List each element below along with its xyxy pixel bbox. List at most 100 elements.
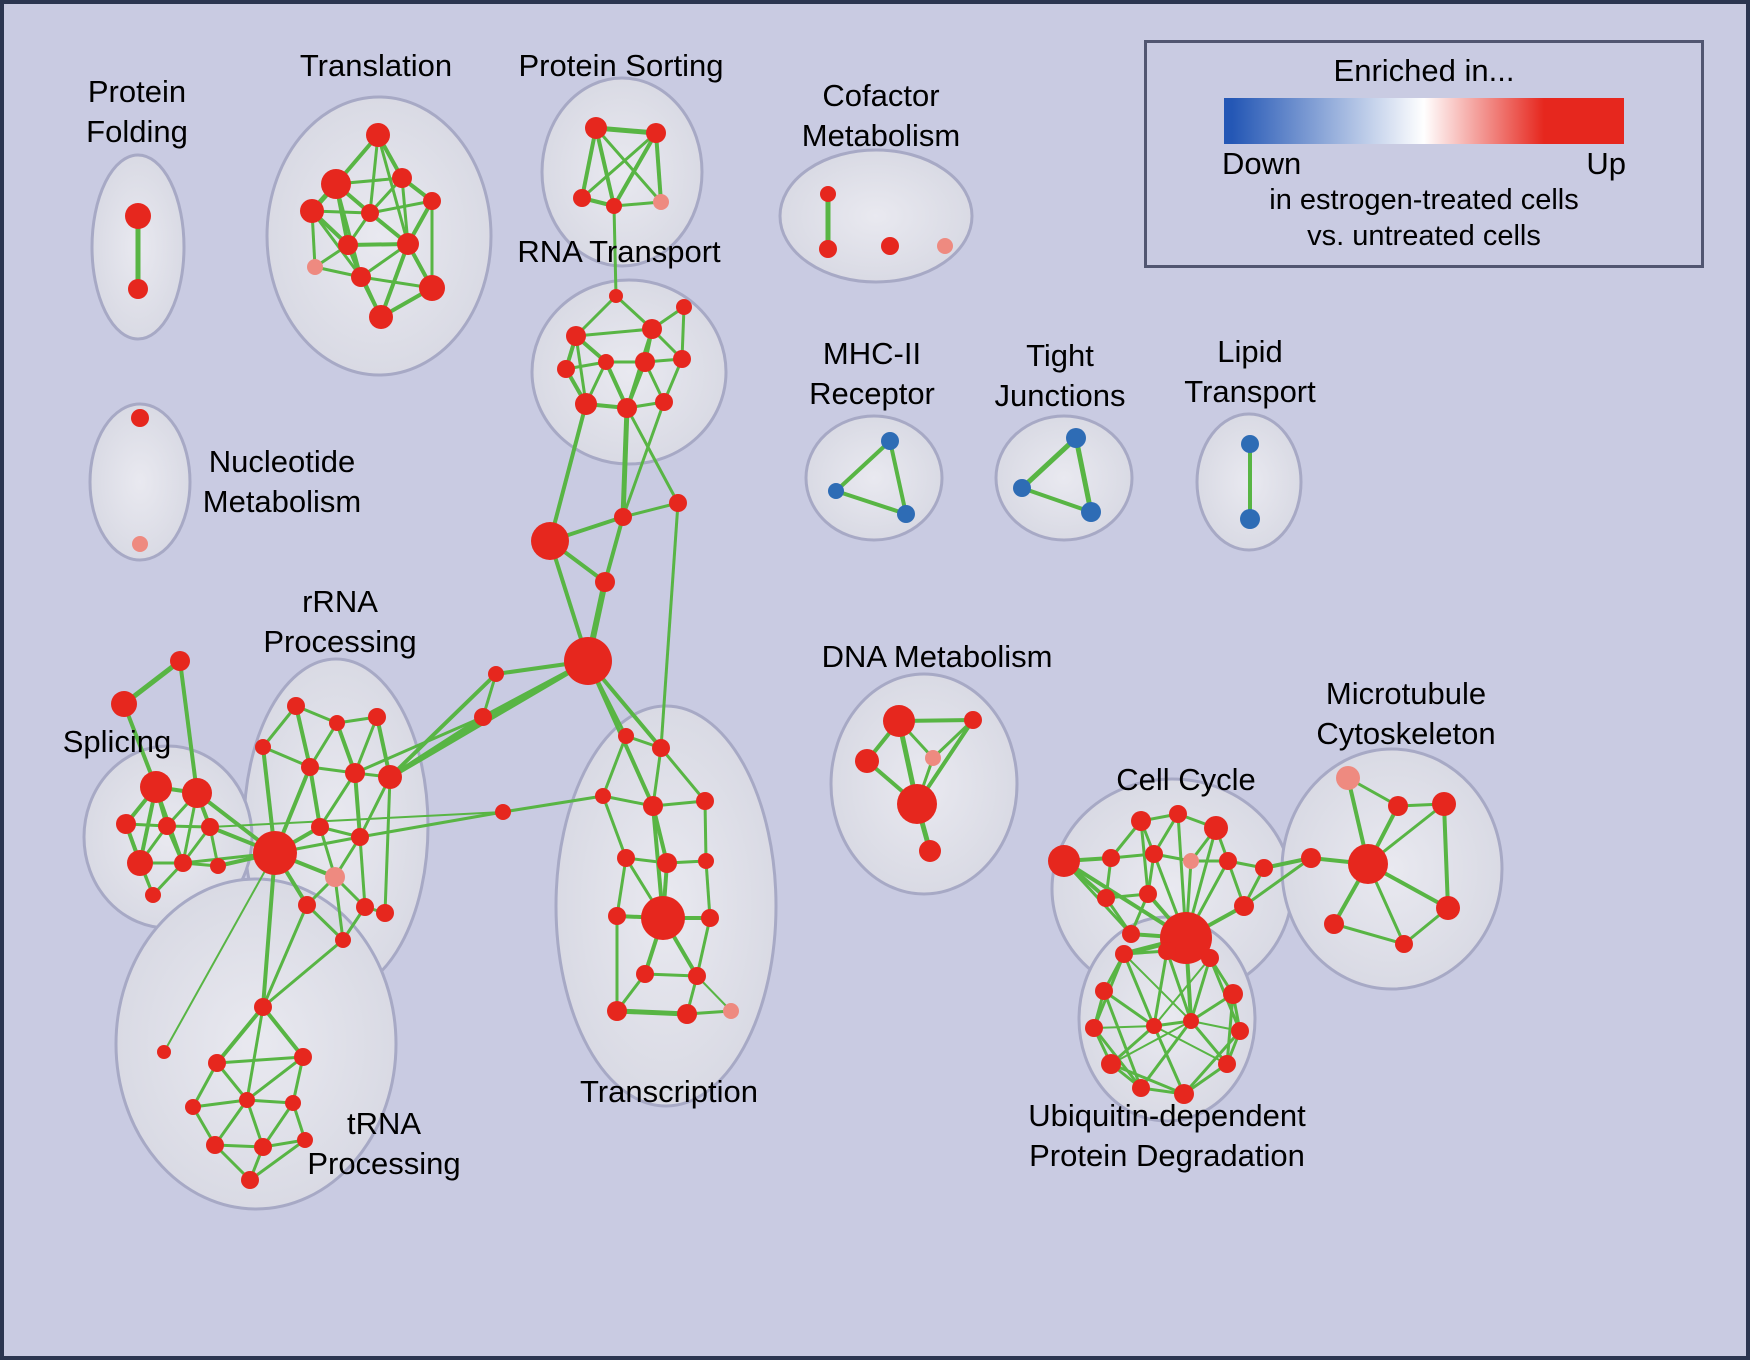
node-rt2 <box>566 326 586 346</box>
edge-tr8-tr12 <box>379 243 410 318</box>
node-x2 <box>531 522 569 560</box>
node-cc4 <box>1048 845 1080 877</box>
edge-tp1-tp5 <box>245 1006 265 1101</box>
node-rr14 <box>376 904 394 922</box>
node-ub12 <box>1146 1018 1162 1034</box>
node-ub8 <box>1101 1054 1121 1074</box>
node-pf2 <box>128 279 148 299</box>
node-cc11 <box>1139 885 1157 903</box>
edge-rr9-rr12 <box>358 836 367 908</box>
edge-mc7-mc8 <box>1333 922 1405 946</box>
node-rr8 <box>311 818 329 836</box>
node-sp2 <box>182 778 212 808</box>
node-tp5 <box>239 1092 255 1108</box>
cluster-nucleotide-metabolism-ellipse <box>88 402 192 562</box>
edge-ub2-ub12 <box>1152 950 1169 1027</box>
node-rt10 <box>617 398 637 418</box>
legend-axis-labels: Down Up <box>1222 146 1626 182</box>
edge-cc1-cc11 <box>1139 820 1150 895</box>
edge-tx13-tx14 <box>616 1008 688 1017</box>
node-tx9 <box>608 907 626 925</box>
node-dm1 <box>883 705 915 737</box>
node-txHub <box>641 896 685 940</box>
node-ub2 <box>1158 942 1176 960</box>
edge-ps1-ps3 <box>580 127 598 199</box>
node-cc13 <box>1234 896 1254 916</box>
node-tx7 <box>657 853 677 873</box>
legend-gradient-bar <box>1224 98 1624 144</box>
edge-dm2-dm4 <box>931 718 975 760</box>
node-ub1 <box>1115 945 1133 963</box>
node-dm4 <box>925 750 941 766</box>
node-mc7 <box>1324 914 1344 934</box>
node-mh2 <box>828 483 844 499</box>
edge-rr13-tp1 <box>262 938 344 1009</box>
node-cc1 <box>1131 811 1151 831</box>
node-tr1 <box>366 123 390 147</box>
legend-subtitle-line1: in estrogen-treated cells <box>1269 184 1579 216</box>
node-tr8 <box>397 233 419 255</box>
node-rt9 <box>575 393 597 415</box>
node-rr2 <box>329 715 345 731</box>
node-tx6 <box>617 849 635 867</box>
edge-tj2-tj3 <box>1021 486 1092 514</box>
node-cc12 <box>1122 925 1140 943</box>
edge-ps2-ps5 <box>654 132 663 203</box>
node-mh1 <box>881 432 899 450</box>
node-sp6 <box>127 850 153 876</box>
node-rt5 <box>557 360 575 378</box>
edge-b1-rr9 <box>359 810 504 839</box>
edge-tp9-tp10 <box>249 1138 306 1182</box>
edge-ub9-ub12 <box>1153 1025 1228 1065</box>
edge-mh1-mh3 <box>888 440 908 515</box>
edge-tp1-tp2 <box>215 1005 265 1065</box>
node-ub3 <box>1201 949 1219 967</box>
node-sp8 <box>145 887 161 903</box>
node-tr3 <box>392 168 412 188</box>
node-ps4 <box>606 198 622 214</box>
edge-rr6-rr9 <box>353 772 362 838</box>
cluster-transcription-label: Transcription <box>580 1074 758 1109</box>
edge-rr7-rr14 <box>383 776 392 914</box>
node-rr3 <box>368 708 386 726</box>
node-rr4 <box>255 739 271 755</box>
cluster-protein-sorting-label: Protein Sorting <box>518 48 723 83</box>
node-sp1 <box>140 771 172 803</box>
edge-ps2-ps4 <box>612 132 658 207</box>
node-mc4 <box>1301 848 1321 868</box>
node-cc10 <box>1097 889 1115 907</box>
edge-ub1-ub13 <box>1123 953 1192 1022</box>
legend-down-label: Down <box>1222 146 1302 181</box>
node-dm6 <box>919 840 941 862</box>
node-rt7 <box>635 352 655 372</box>
node-ub7 <box>1231 1022 1249 1040</box>
node-cm2 <box>819 240 837 258</box>
node-mc1 <box>1336 766 1360 790</box>
node-ub4 <box>1095 982 1113 1000</box>
node-rr1 <box>287 697 305 715</box>
node-cc3 <box>1204 816 1228 840</box>
node-tr2 <box>321 169 351 199</box>
node-ub9 <box>1218 1055 1236 1073</box>
edge-y2-rr6 <box>354 715 484 775</box>
edge-tx6-tx9 <box>615 857 628 917</box>
node-tx3 <box>595 788 611 804</box>
edge-rr1-rr5 <box>294 705 312 768</box>
edge-rt10-x4 <box>625 407 680 504</box>
node-y1 <box>488 666 504 682</box>
node-tx12 <box>688 967 706 985</box>
node-mh3 <box>897 505 915 523</box>
node-tr4 <box>300 199 324 223</box>
legend-up-label: Up <box>1586 146 1626 181</box>
cluster-tight-junctions-ellipse <box>994 414 1134 542</box>
node-sp9 <box>210 858 226 874</box>
edge-rt11-x1 <box>621 401 666 518</box>
node-mc5 <box>1348 844 1388 884</box>
node-rt1 <box>609 289 623 303</box>
